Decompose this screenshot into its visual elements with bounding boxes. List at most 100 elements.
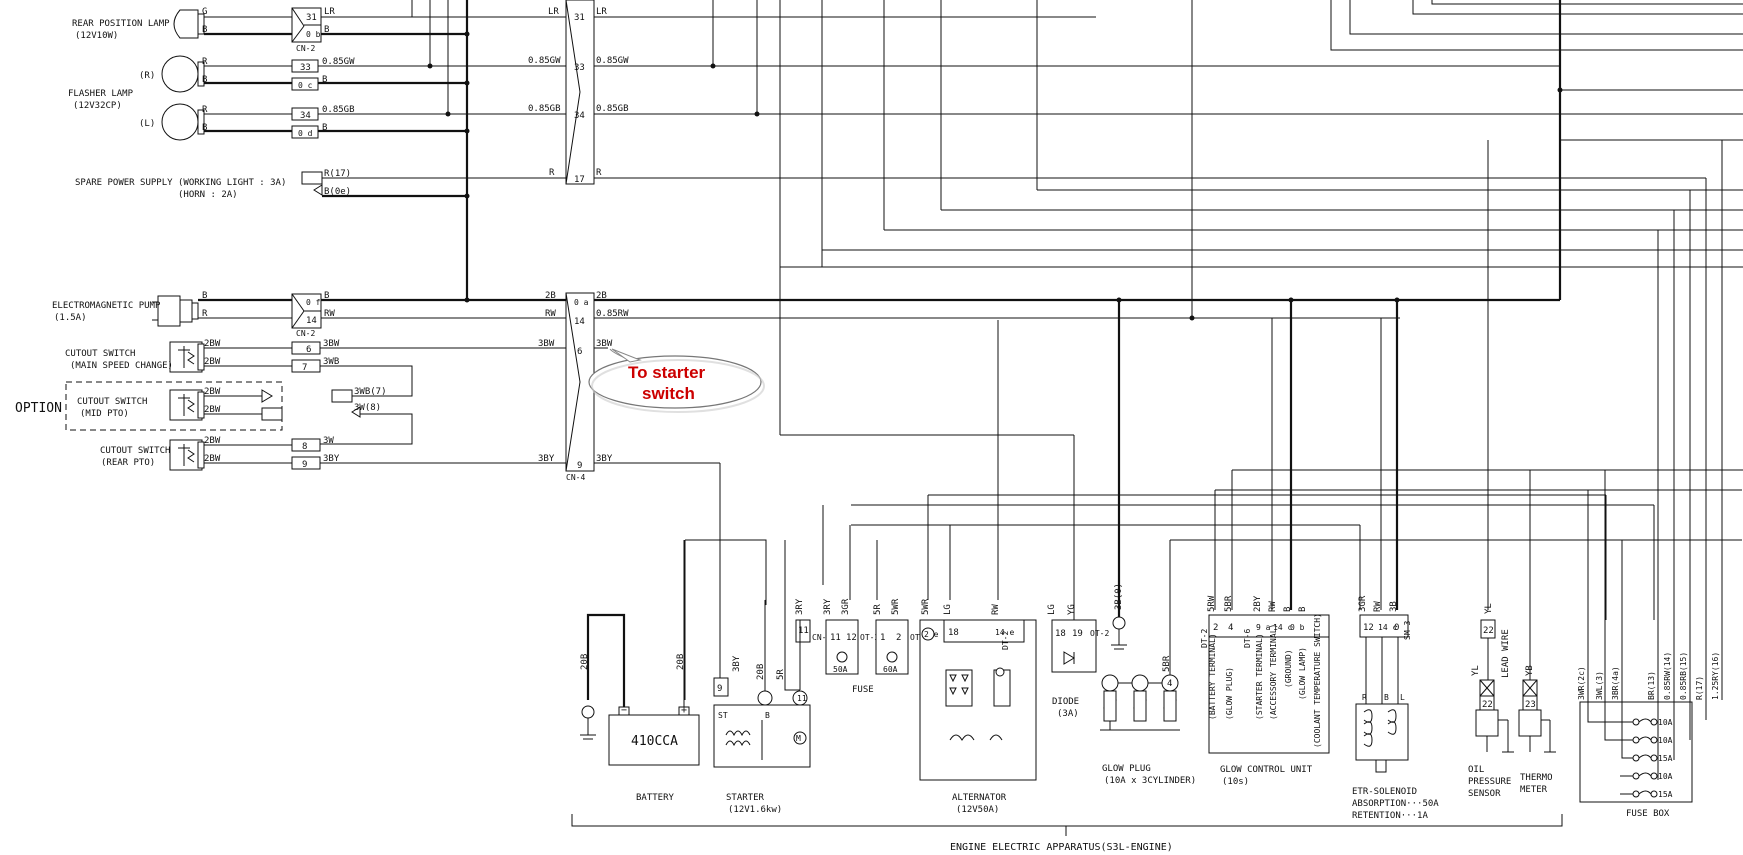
gcu-term-coolant: (COOLANT TEMPERATURE SWITCH) bbox=[1313, 613, 1322, 748]
wire-label-r2: R bbox=[202, 105, 208, 115]
fuse-50a: 11 12 OT-2 50A bbox=[825, 619, 879, 675]
svg-text:+: + bbox=[681, 705, 687, 716]
fb-wire-6: R(17) bbox=[1695, 676, 1704, 700]
wire-5r-starter: 5R bbox=[776, 669, 786, 680]
diode: 18 19 OT-2 bbox=[1051, 619, 1109, 673]
flasher-lamp-right bbox=[161, 55, 205, 93]
wire-label-b2: B bbox=[324, 25, 329, 35]
oil-pin-22-top: 22 bbox=[1483, 626, 1494, 636]
wire-label-b5: B bbox=[202, 123, 207, 133]
option-label: OPTION bbox=[15, 401, 62, 416]
wire-5br-gcu: 5BR bbox=[1224, 595, 1234, 612]
pin-17: 17 bbox=[574, 175, 585, 185]
gcu-pin-9a: 9 a bbox=[1256, 623, 1271, 632]
pin-33-left: 33 bbox=[300, 63, 311, 73]
pin-9-left: 9 bbox=[302, 460, 307, 470]
wire-2bw-3: 2BW bbox=[204, 387, 221, 397]
wire-3b-etr: 3B bbox=[1389, 601, 1399, 612]
wire-20b-starter: 20B bbox=[756, 664, 766, 680]
wire-085gw-left: 0.85GW bbox=[322, 57, 355, 67]
wire-lr-out: LR bbox=[596, 7, 607, 17]
wire-5wr-fuse: 5WR bbox=[891, 598, 901, 615]
wire-b0e: B(0e) bbox=[324, 187, 351, 197]
spare-power-label: SPARE POWER SUPPLY bbox=[75, 178, 173, 188]
wire-20b-a: 20B bbox=[580, 654, 590, 670]
alt-pin-18: 18 bbox=[948, 628, 959, 638]
wire-3bw-out: 3BW bbox=[596, 339, 613, 349]
svg-text:M: M bbox=[796, 734, 801, 743]
glow-pin-4: 4 bbox=[1167, 679, 1172, 689]
flasher-lamp-left bbox=[161, 103, 205, 141]
etr-solenoid: 12 14 c 0 SM-3 bbox=[1355, 614, 1412, 773]
gcu-pin-2: 2 bbox=[1213, 623, 1218, 633]
fuse-rating-0: 10A bbox=[1658, 718, 1673, 727]
etr-pin-12: 12 bbox=[1363, 623, 1374, 633]
gcu-term-battery: (BATTERY TERMINAL) bbox=[1208, 633, 1217, 720]
alt-dt2-label: DT-2 bbox=[1001, 631, 1010, 650]
alt-pin-14e: 14 e bbox=[995, 628, 1014, 637]
svg-text:B: B bbox=[765, 711, 770, 720]
engine-bracket bbox=[571, 814, 1563, 827]
battery-label: BATTERY bbox=[636, 793, 675, 803]
wire-label-b4: B bbox=[322, 75, 327, 85]
fb-wire-0: 3WR(2c) bbox=[1577, 666, 1586, 700]
wire-rw-gcu: RW bbox=[1268, 601, 1278, 612]
diode-label: DIODE bbox=[1052, 697, 1079, 707]
wire-3ry-a: 3RY bbox=[795, 598, 805, 615]
glow-control-spec: (10s) bbox=[1222, 777, 1249, 787]
pin-33: 33 bbox=[574, 63, 585, 73]
fuse60-pin-1: 1 bbox=[880, 633, 885, 643]
rear-position-lamp-spec: (12V10W) bbox=[75, 31, 118, 41]
thermo-meter-sensor: 23 bbox=[1518, 679, 1556, 753]
spare-working-light: (WORKING LIGHT : 3A) bbox=[178, 178, 286, 188]
alternator-label: ALTERNATOR bbox=[952, 793, 1007, 803]
glow-plugs: 4 bbox=[1100, 674, 1180, 731]
wire-label-r1: R bbox=[202, 57, 208, 67]
electromagnetic-pump bbox=[152, 295, 199, 327]
etr-retention: RETENTION···1A bbox=[1352, 811, 1428, 821]
fb-wire-2: 3BR(4a) bbox=[1611, 666, 1620, 700]
oil-pin-22: 22 bbox=[1482, 700, 1493, 710]
gcu-term-glowlamp: (GLOW LAMP) bbox=[1298, 647, 1307, 700]
mid-pto-terminal-7 bbox=[331, 389, 353, 403]
cutout-mid-label: CUTOUT SWITCH bbox=[77, 397, 147, 407]
fb-wire-7: 1.25RY(16) bbox=[1711, 652, 1720, 700]
wire-085gb-left: 0.85GB bbox=[322, 105, 355, 115]
pin-31-left: 31 bbox=[306, 13, 317, 23]
alternator-spec: (12V50A) bbox=[956, 805, 999, 815]
engine-footer-label: ENGINE ELECTRIC APPARATUS(S3L-ENGINE) bbox=[950, 842, 1173, 853]
fuse-50a-label: 50A bbox=[833, 665, 848, 674]
spare-power-terminal bbox=[301, 171, 323, 185]
wire-2bw-6: 2BW bbox=[204, 454, 221, 464]
etr-pin-0: 0 bbox=[1394, 623, 1399, 633]
lead-wire-label: LEAD WIRE bbox=[1501, 629, 1511, 678]
gcu-pin-14c: 14 c bbox=[1273, 623, 1292, 632]
svg-text:L: L bbox=[1400, 693, 1405, 702]
flasher-lamp-label: FLASHER LAMP bbox=[68, 89, 134, 99]
fb-wire-3: BR(13) bbox=[1647, 671, 1656, 700]
wire-2b-in: 2B bbox=[545, 291, 556, 301]
pin-7: 7 bbox=[302, 363, 307, 373]
pin-8: 8 bbox=[302, 442, 307, 452]
sm3-label: SM-3 bbox=[1403, 621, 1412, 640]
mid-pto-terminal-8 bbox=[351, 406, 361, 418]
spare-horn-terminal bbox=[313, 184, 323, 196]
oil-label-2: PRESSURE bbox=[1468, 777, 1511, 787]
wire-label-b: B bbox=[202, 25, 207, 35]
wire-yl-top: YL bbox=[1484, 603, 1494, 614]
wire-lg-alt: LG bbox=[943, 604, 953, 615]
fb-wire-1: 3WL(3) bbox=[1595, 671, 1604, 700]
wire-5br-glow: 5BR bbox=[1162, 655, 1172, 672]
cutout-rear-sub: (REAR PTO) bbox=[101, 458, 155, 468]
fb-wire-5: 0.85RB(15) bbox=[1679, 652, 1688, 700]
flasher-left-label: (L) bbox=[139, 119, 155, 129]
wire-5rw-gcu: 5RW bbox=[1207, 595, 1217, 612]
fuse-60a-label: 60A bbox=[883, 665, 898, 674]
etr-wire-w: B bbox=[1384, 693, 1389, 702]
pin-0a: 0 a bbox=[574, 298, 589, 307]
wire-2bw-4: 2BW bbox=[204, 405, 221, 415]
starter-pin-11: 11 bbox=[797, 694, 807, 703]
pin-34-left: 34 bbox=[300, 111, 311, 121]
fuse-box bbox=[1579, 701, 1693, 803]
